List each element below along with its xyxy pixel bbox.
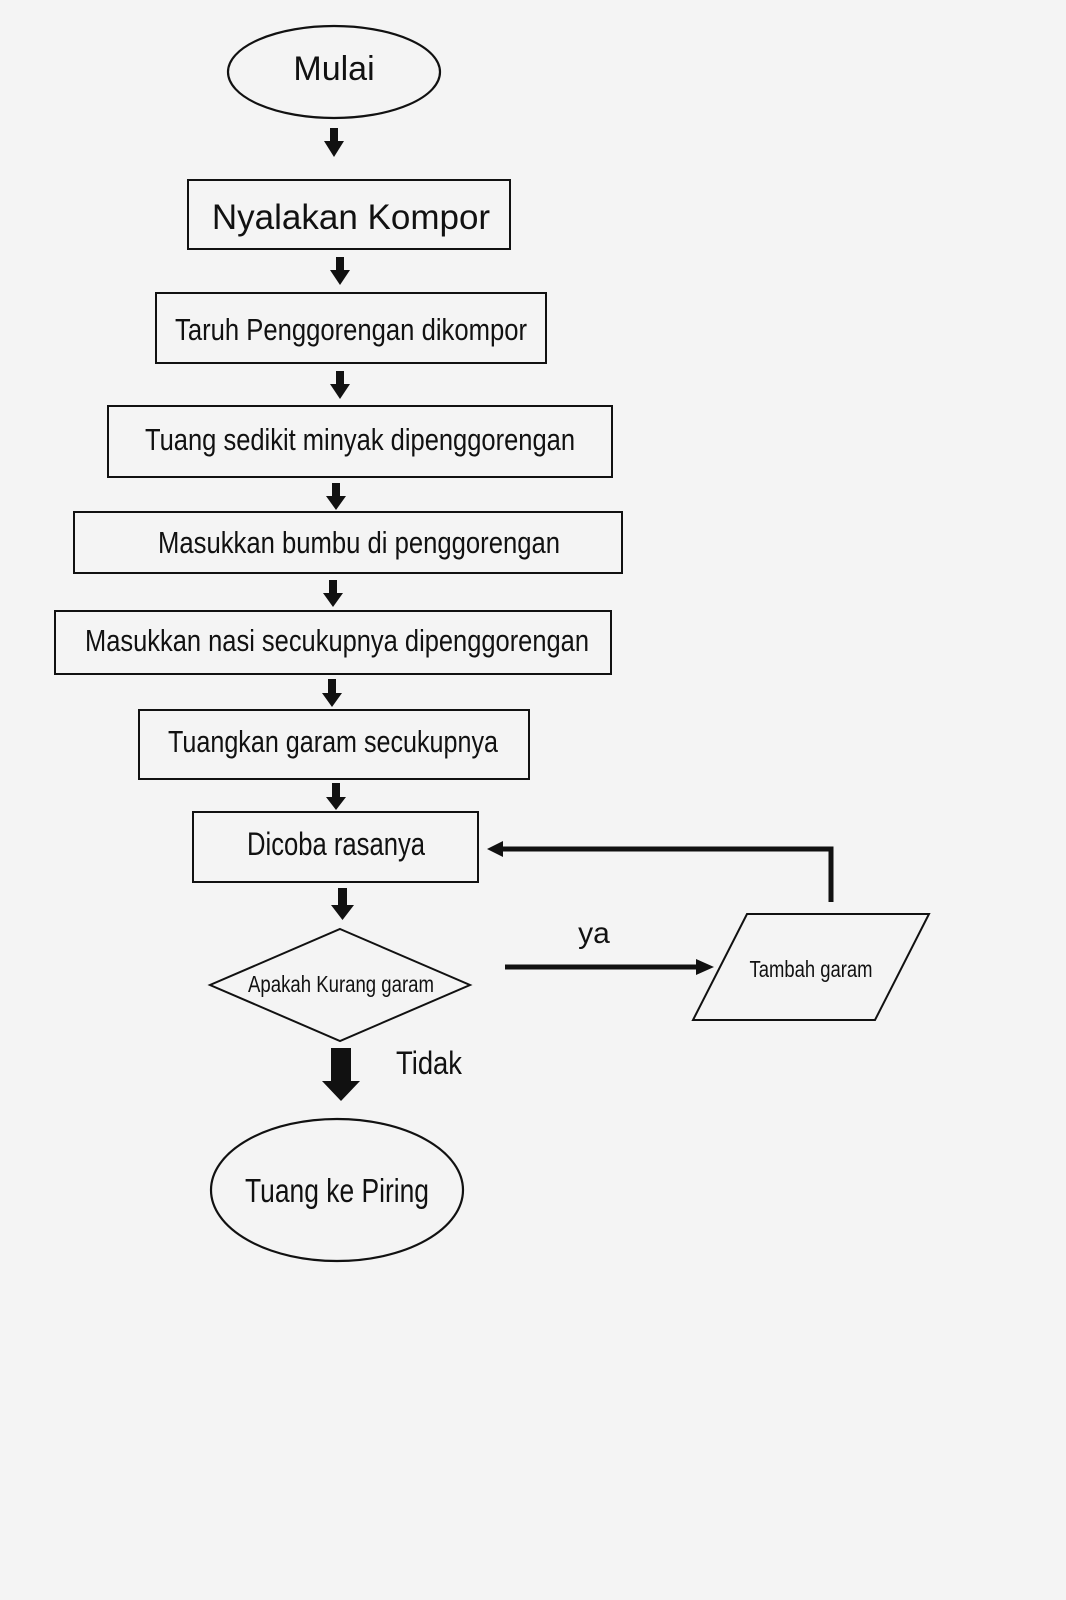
- process-step-4-label: Masukkan bumbu di penggorengan: [158, 525, 560, 560]
- process-step-5-label: Masukkan nasi secukupnya dipenggorengan: [85, 623, 589, 658]
- arrow-step5-step6: [322, 679, 342, 707]
- no-label: Tidak: [396, 1045, 463, 1081]
- decision-node: Apakah Kurang garam: [207, 927, 473, 1043]
- process-step-6: Tuangkan garam secukupnya: [138, 709, 530, 780]
- arrow-decision-add: [505, 959, 714, 975]
- arrow-add-step7: [487, 841, 834, 902]
- arrow-step1-step2: [330, 257, 350, 285]
- input-node-label: Tambah garam: [750, 956, 873, 982]
- input-node: Tambah garam: [691, 913, 931, 1021]
- end-node-label: Tuang ke Piring: [245, 1172, 429, 1209]
- process-step-3-label: Tuang sedikit minyak dipenggorengan: [145, 422, 575, 457]
- end-node: Tuang ke Piring: [209, 1117, 465, 1263]
- arrow-decision-end: [322, 1048, 360, 1101]
- arrow-step4-step5: [323, 580, 343, 607]
- arrow-step2-step3: [330, 371, 350, 399]
- start-node-label: Mulai: [293, 50, 374, 88]
- decision-node-label: Apakah Kurang garam: [248, 971, 434, 997]
- arrow-step6-step7: [326, 783, 346, 810]
- arrow-step3-step4: [326, 483, 346, 510]
- yes-label: ya: [578, 917, 610, 950]
- process-step-5: Masukkan nasi secukupnya dipenggorengan: [54, 610, 612, 675]
- process-step-2: Taruh Penggorengan dikompor: [155, 292, 547, 364]
- process-step-6-label: Tuangkan garam secukupnya: [168, 724, 499, 759]
- process-step-7: Dicoba rasanya: [192, 811, 479, 883]
- arrow-start-step1: [324, 128, 344, 157]
- process-step-4: Masukkan bumbu di penggorengan: [73, 511, 623, 574]
- process-step-2-label: Taruh Penggorengan dikompor: [175, 312, 527, 347]
- process-step-3: Tuang sedikit minyak dipenggorengan: [107, 405, 613, 478]
- start-node: Mulai: [226, 24, 442, 120]
- process-step-1: Nyalakan Kompor: [187, 179, 511, 250]
- arrow-step7-decision: [331, 888, 354, 920]
- process-step-1-label: Nyalakan Kompor: [212, 198, 491, 237]
- process-step-7-label: Dicoba rasanya: [247, 826, 425, 862]
